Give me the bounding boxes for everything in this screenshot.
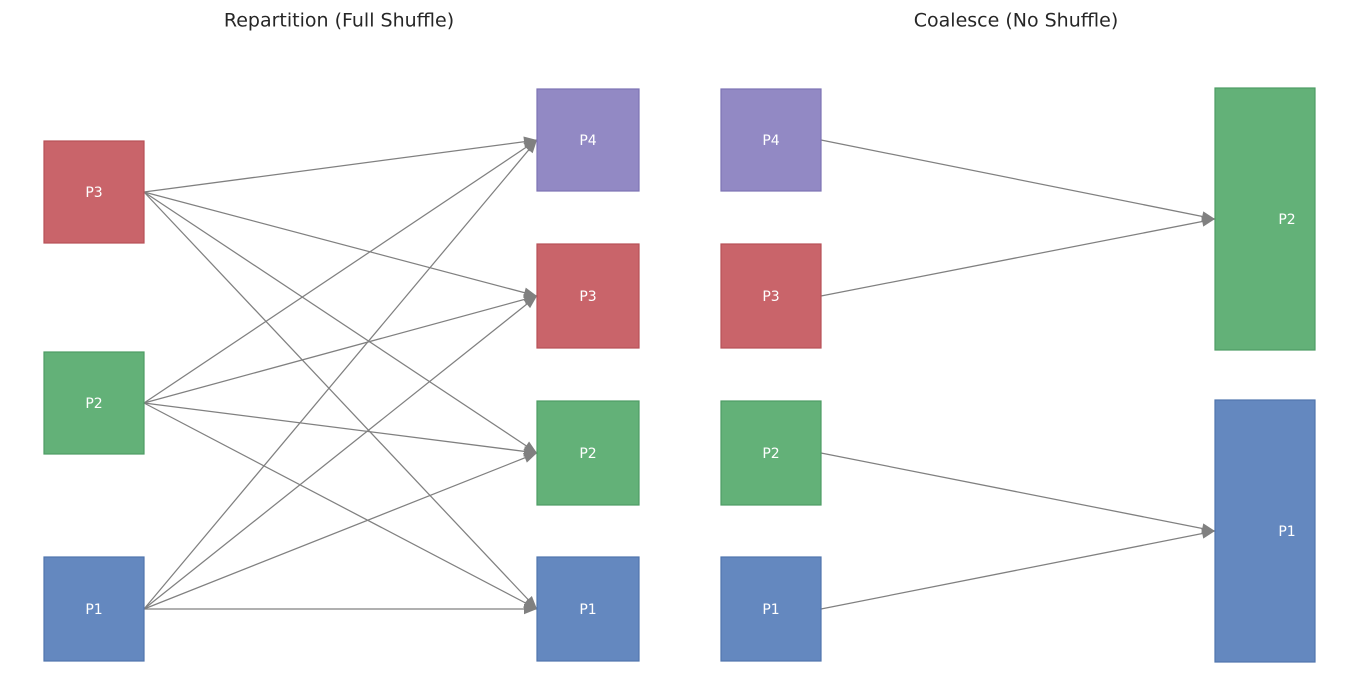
edges-layer [143,136,1216,615]
partition-label: P4 [762,133,779,149]
arrowhead-coalesce-3 [1201,528,1215,539]
arrowhead-repartition-8 [524,140,537,154]
partition-rect [720,88,822,192]
partition-box-repartition-source-P1[interactable]: P1 [43,556,145,662]
partition-rect [720,556,822,662]
partition-box-coalesce-source-P2[interactable]: P2 [720,400,822,506]
partition-label: P1 [762,602,779,618]
edge-coalesce-P3-to-P2 [820,218,1216,297]
panel-title-coalesce: Coalesce (No Shuffle) [914,10,1118,32]
partition-box-repartition-target-P3[interactable]: P3 [536,243,640,349]
arrowhead-repartition-11 [524,603,537,615]
edge-repartition-P3-to-P2 [143,191,538,454]
partition-label: P3 [762,289,779,305]
edge-coalesce-P4-to-P2 [820,139,1216,220]
partition-label: P2 [762,446,779,462]
partition-box-coalesce-source-P4[interactable]: P4 [720,88,822,192]
edge-repartition-P2-to-P4 [143,139,538,404]
partition-box-coalesce-source-P3[interactable]: P3 [720,243,822,349]
arrowhead-repartition-9 [523,296,537,309]
partition-box-repartition-source-P3[interactable]: P3 [43,140,145,244]
edge-repartition-P2-to-P1 [143,402,538,610]
partition-box-coalesce-target-P2[interactable]: P2 [1214,87,1316,351]
partition-label: P2 [85,396,102,412]
edge-repartition-P3-to-P1 [143,191,538,610]
edge-repartition-P2-to-P3 [143,295,538,404]
arrowhead-coalesce-1 [1201,216,1215,227]
partition-label: P1 [579,602,596,618]
partition-rect [536,243,640,349]
partition-rect [1214,87,1316,351]
partition-rect [720,400,822,506]
partition-label: P3 [85,185,102,201]
titles-layer: Repartition (Full Shuffle) Coalesce (No S… [224,10,1118,32]
partition-box-repartition-target-P2[interactable]: P2 [536,400,640,506]
partition-rect [43,140,145,244]
edge-repartition-P1-to-P3 [143,295,538,610]
partition-box-repartition-target-P4[interactable]: P4 [536,88,640,192]
arrowhead-repartition-10 [522,452,537,463]
partition-rect [536,400,640,506]
edge-repartition-P1-to-P2 [143,452,538,610]
edge-repartition-P3-to-P4 [143,139,538,193]
partition-box-coalesce-target-P1[interactable]: P1 [1214,399,1316,663]
panel-title-repartition: Repartition (Full Shuffle) [224,10,454,32]
partition-label: P4 [579,133,596,149]
partition-box-coalesce-source-P1[interactable]: P1 [720,556,822,662]
edge-repartition-P2-to-P2 [143,402,538,454]
edge-coalesce-P2-to-P1 [820,452,1216,532]
edge-coalesce-P1-to-P1 [820,530,1216,610]
partition-label: P1 [1278,524,1295,540]
partition-rect [43,556,145,662]
partition-label: P2 [579,446,596,462]
edge-repartition-P3-to-P3 [143,191,538,297]
partition-label: P1 [85,602,102,618]
partition-rect [43,351,145,455]
partition-rect [536,556,640,662]
partition-rect [536,88,640,192]
partition-rect [720,243,822,349]
partition-box-repartition-source-P2[interactable]: P2 [43,351,145,455]
partition-label: P3 [579,289,596,305]
partition-box-repartition-target-P1[interactable]: P1 [536,556,640,662]
partition-label: P2 [1278,212,1295,228]
partition-rect [1214,399,1316,663]
edge-repartition-P1-to-P4 [143,139,538,610]
